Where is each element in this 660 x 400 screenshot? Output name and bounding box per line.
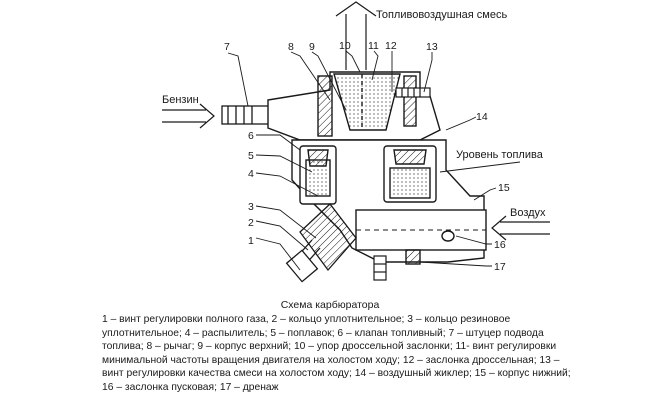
callout-7: 7: [224, 41, 230, 53]
callout-9: 9: [309, 41, 315, 53]
carburetor-diagram: Топливовоздушная смесь Бензин: [162, 1, 550, 283]
callout-4: 4: [248, 168, 254, 180]
callout-8: 8: [288, 41, 294, 53]
fuel-label: Бензин: [162, 94, 199, 106]
callout-5: 5: [248, 150, 254, 162]
upper-body: [267, 71, 441, 141]
air-channel: [355, 209, 487, 265]
callout-6: 6: [248, 130, 254, 142]
drain: [373, 255, 387, 281]
air-inlet-arrow: [491, 215, 550, 241]
caption-title: Схема карбюратора: [280, 299, 380, 311]
sprayer-assembly: [285, 203, 357, 283]
air-label: Воздух: [510, 207, 546, 219]
caption-text: 1 – винт регулировки полного газа, 2 – к…: [102, 314, 571, 393]
callout-15: 15: [498, 182, 510, 194]
mixture-label: Топливовоздушная смесь: [376, 9, 507, 21]
callout-14: 14: [476, 111, 488, 123]
fuel-inlet-arrow: [162, 103, 215, 129]
callout-10: 10: [339, 40, 351, 52]
callout-12: 12: [385, 40, 397, 52]
mixture-outlet-arrow: [335, 1, 377, 70]
callout-11: 11: [368, 40, 379, 52]
fuel-level-label: Уровень топлива: [456, 149, 544, 161]
callout-16: 16: [494, 239, 506, 251]
callout-17: 17: [494, 261, 506, 273]
callout-3: 3: [248, 201, 254, 213]
callout-2: 2: [248, 217, 254, 229]
fuel-level-line: [439, 161, 521, 173]
idle-mixture-screw: [395, 87, 431, 98]
callout-1: 1: [248, 235, 254, 247]
float-chamber: [291, 139, 485, 263]
fuel-inlet-fitting: [221, 105, 271, 125]
callout-13: 13: [426, 41, 438, 53]
callout-leaders: [227, 50, 497, 271]
